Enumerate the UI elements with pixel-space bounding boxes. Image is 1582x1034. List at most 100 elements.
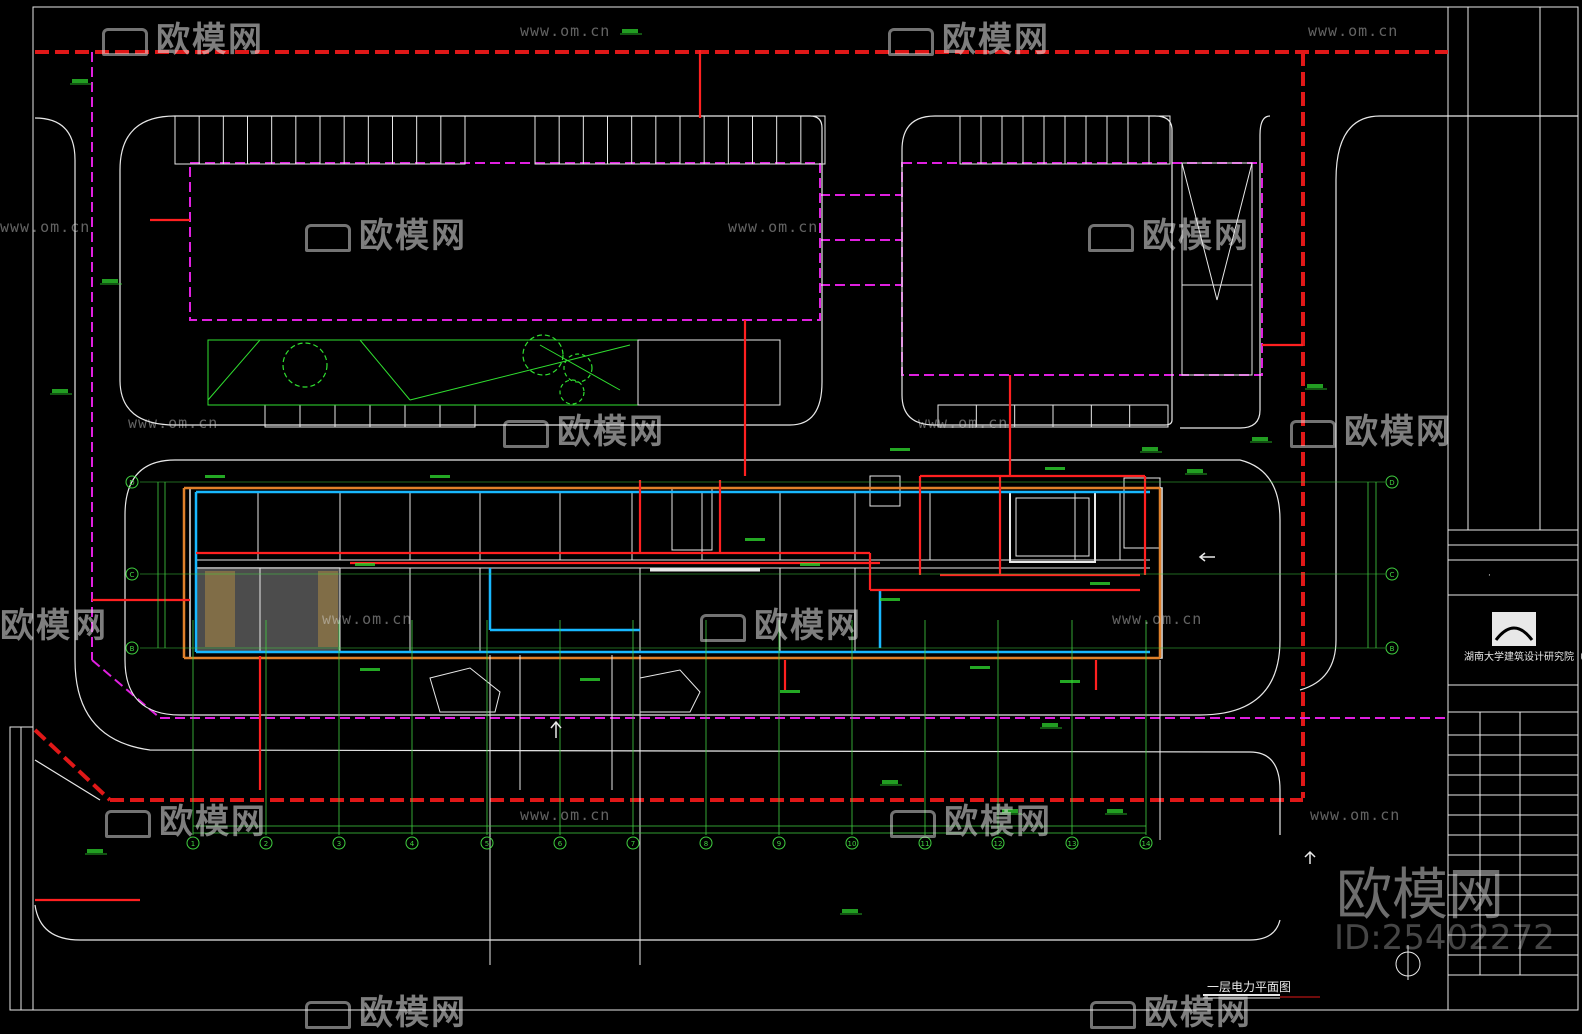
axis-label: 6	[558, 840, 563, 848]
tag-text-bar	[52, 389, 68, 393]
watermark-url: www.om.cn	[322, 610, 413, 628]
equipment-label	[800, 563, 820, 566]
watermark-logo: 欧模网	[1088, 208, 1250, 257]
equipment-label	[430, 475, 450, 478]
axis-label: 10	[848, 840, 857, 848]
watermark-url: www.om.cn	[728, 218, 819, 236]
equipment-label	[355, 563, 375, 566]
watermark-logo: 欧模网	[890, 794, 1052, 843]
axis-bubble	[186, 836, 200, 850]
landscape-area	[207, 339, 639, 406]
axis-bubble	[845, 836, 859, 850]
tag-text-bar	[622, 29, 638, 33]
watermark-logo: 欧模网	[305, 208, 467, 257]
tag-text-bar	[102, 279, 118, 283]
watermark-id: ID:25402272	[1334, 918, 1555, 958]
watermark-logo: 欧模网	[700, 598, 862, 647]
cable-runs-white	[489, 655, 1161, 965]
axis-label: 12	[994, 840, 1003, 848]
equipment-label	[745, 538, 765, 541]
main-building	[189, 475, 1163, 659]
axis-bubble	[125, 475, 139, 489]
equipment-label	[880, 598, 900, 601]
entrance-arrows	[550, 552, 1316, 864]
watermark-logo: 欧模网	[105, 794, 267, 843]
watermark-logo: 欧模网	[305, 985, 467, 1034]
company-name: 湖南大学建筑设计研究院（集团）有限公司	[1464, 650, 1582, 663]
tag-text-bar	[1042, 723, 1058, 727]
axis-label: D	[129, 479, 134, 487]
axis-bubble	[1139, 836, 1153, 850]
drawing-title: 一层电力平面图	[1207, 980, 1291, 994]
watermark-url: www.om.cn	[1308, 22, 1399, 40]
axis-label: 1	[191, 840, 195, 848]
left-legend-box	[9, 726, 34, 1011]
axis-bubble	[332, 836, 346, 850]
equipment-label	[890, 448, 910, 451]
axis-bubble	[1385, 641, 1399, 655]
north-arrow	[1395, 945, 1421, 980]
tree-symbols	[282, 334, 593, 405]
axis-label: D	[1389, 479, 1394, 487]
equipment-label	[580, 678, 600, 681]
tag-text-bar	[1107, 809, 1123, 813]
watermark-logo: 欧模网	[888, 12, 1050, 61]
equipment-label	[360, 668, 380, 671]
axis-label: 5	[485, 840, 489, 848]
annotation-tags	[50, 29, 1327, 915]
axis-bubble	[553, 836, 567, 850]
equipment-label	[780, 690, 800, 693]
watermark-url: www.om.cn	[0, 218, 91, 236]
axis-bubble	[480, 836, 494, 850]
watermark-url: www.om.cn	[520, 22, 611, 40]
annex-block	[637, 339, 781, 406]
axis-bubble	[699, 836, 713, 850]
sheet-frame	[32, 6, 1579, 1011]
watermark-logo: 欧模网	[1290, 404, 1452, 453]
watermark-url: www.om.cn	[1112, 610, 1203, 628]
cable-runs-red	[35, 50, 1303, 902]
axis-label: 3	[337, 840, 341, 848]
watermark-logo: 欧模网	[1090, 985, 1252, 1034]
entrance-canopies	[429, 667, 701, 713]
atrium-void	[1009, 491, 1096, 563]
axis-label: 7	[631, 840, 635, 848]
project-name-cell: ·	[1488, 571, 1491, 581]
equipment-label	[970, 666, 990, 669]
axis-bubble	[1385, 475, 1399, 489]
axis-label: 14	[1142, 840, 1151, 848]
axis-bubble	[1065, 836, 1079, 850]
axis-bubble	[125, 567, 139, 581]
axis-bubble	[626, 836, 640, 850]
axis-label: C	[1390, 571, 1395, 579]
watermark-url: www.om.cn	[128, 414, 219, 432]
axis-bubble	[1385, 567, 1399, 581]
property-boundary	[33, 50, 1448, 802]
axis-label: 11	[921, 840, 930, 848]
tag-text-bar	[1307, 384, 1323, 388]
axis-label: 8	[704, 840, 708, 848]
site-roads	[34, 115, 1578, 941]
equipment-label	[1060, 680, 1080, 683]
equipment-label	[205, 475, 225, 478]
watermark-url: www.om.cn	[520, 806, 611, 824]
tag-text-bar	[1187, 469, 1203, 473]
tag-text-bar	[1252, 437, 1268, 441]
axis-label: 4	[410, 840, 415, 848]
cad-svg: 湖南大学建筑设计研究院（集团）有限公司 ·	[9, 6, 1582, 1011]
axis-label: B	[1390, 645, 1395, 653]
watermark-url: www.om.cn	[918, 414, 1009, 432]
watermark-logo: 欧模网	[102, 12, 264, 61]
watermark-large: 欧模网	[1336, 863, 1504, 928]
axis-bubble	[772, 836, 786, 850]
equipment-label	[1090, 582, 1110, 585]
tag-text-bar	[1002, 809, 1018, 813]
axis-bubble	[259, 836, 273, 850]
axis-bubble	[125, 641, 139, 655]
axis-label: 13	[1068, 840, 1077, 848]
stair-core	[671, 487, 713, 551]
tag-text-bar	[842, 909, 858, 913]
tag-text-bar	[72, 79, 88, 83]
parking-stall-dividers	[198, 116, 1150, 427]
